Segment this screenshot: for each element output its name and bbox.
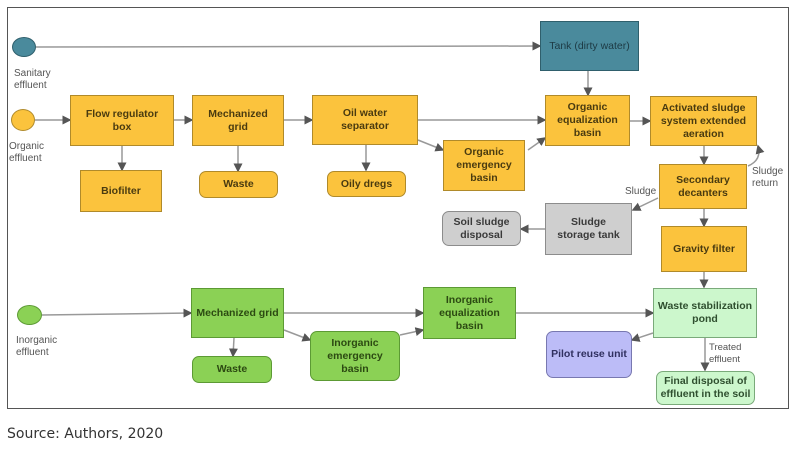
organic-equalization-basin: Organic equalization basin xyxy=(545,95,630,146)
edge-sanitary-to-tank xyxy=(35,41,542,51)
sanitary-source-label: Sanitary effluent xyxy=(14,68,51,91)
inorganic-source-circle xyxy=(17,305,42,325)
activated-sludge-system: Activated sludge system extended aeratio… xyxy=(650,96,757,146)
edge-label-sludge: Sludge xyxy=(625,186,657,197)
waste-stabilization-pond: Waste stabilization pond xyxy=(653,288,757,338)
inorganic-source-label: Inorganic effluent xyxy=(16,335,58,358)
edge-grid-to-inorg-emergency xyxy=(283,329,312,342)
source-caption: Source: Authors, 2020 xyxy=(7,426,164,442)
edge-sludge-return xyxy=(747,144,765,167)
secondary-decanters: Secondary decanters xyxy=(659,164,747,209)
organic-source-circle xyxy=(11,109,35,131)
waste-inorganic: Waste xyxy=(192,356,272,383)
waste-organic: Waste xyxy=(199,171,278,198)
edge-inorganic-to-grid xyxy=(41,308,193,318)
edge-inorg-emergency-to-equalization xyxy=(399,327,425,336)
edge-label-treated-effluent: Treated effluent xyxy=(709,342,742,365)
soil-sludge-disposal: Soil sludge disposal xyxy=(442,211,521,246)
organic-emergency-basin: Organic emergency basin xyxy=(443,140,525,191)
edge-emergency-to-equalization xyxy=(527,137,547,151)
flow-regulator-box: Flow regulator box xyxy=(70,95,174,146)
gravity-filter: Gravity filter xyxy=(661,226,747,272)
sanitary-source-circle xyxy=(12,37,36,57)
edge-pond-to-pilot xyxy=(630,332,654,342)
edge-oil-to-emergency xyxy=(417,139,445,152)
oil-water-separator: Oil water separator xyxy=(312,95,418,145)
mechanized-grid-inorganic: Mechanized grid xyxy=(191,288,284,338)
inorganic-emergency-basin: Inorganic emergency basin xyxy=(310,331,400,381)
oily-dregs: Oily dregs xyxy=(327,171,406,197)
edge-decanters-to-storage xyxy=(631,197,659,211)
mechanized-grid-organic: Mechanized grid xyxy=(192,95,284,146)
edge-label-sludge-return: Sludge return xyxy=(752,166,784,189)
final-disposal: Final disposal of effluent in the soil xyxy=(656,371,755,405)
edge-grid-to-inorg-waste xyxy=(228,337,238,358)
inorganic-equalization-basin: Inorganic equalization basin xyxy=(423,287,516,339)
biofilter: Biofilter xyxy=(80,170,162,212)
tank-dirty-water: Tank (dirty water) xyxy=(540,21,639,71)
pilot-reuse-unit: Pilot reuse unit xyxy=(546,331,632,378)
organic-source-label: Organic effluent xyxy=(9,141,45,164)
sludge-storage-tank: Sludge storage tank xyxy=(545,203,632,255)
